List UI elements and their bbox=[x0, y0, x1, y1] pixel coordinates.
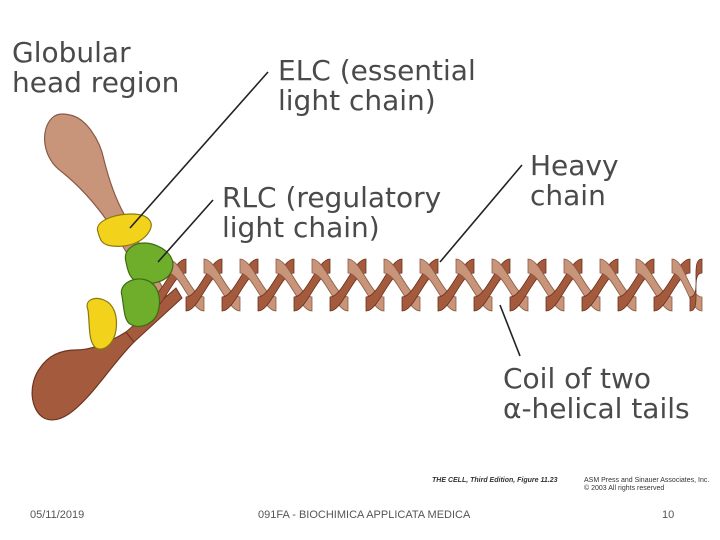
elc-label: ELC (essential light chain) bbox=[278, 56, 476, 116]
globular-head-label: Globular head region bbox=[12, 38, 179, 98]
figure-credit: THE CELL, Third Edition, Figure 11.23 AS… bbox=[432, 477, 709, 492]
globular-head-label-line2: head region bbox=[12, 66, 180, 99]
rlc-leader-line bbox=[157, 199, 214, 263]
credit-rights: ASM Press and Sinauer Associates, Inc. ©… bbox=[584, 477, 720, 493]
credit-copyright: © 2003 All rights reserved bbox=[584, 485, 665, 492]
rlc-label-line1: RLC (regulatory bbox=[222, 181, 442, 214]
lower-essential-light-chain bbox=[86, 297, 118, 350]
footer-course: 091FA - BIOCHIMICA APPLICATA MEDICA bbox=[258, 509, 471, 521]
lower-regulatory-light-chain bbox=[120, 278, 161, 327]
footer-page-number: 10 bbox=[662, 509, 675, 521]
rlc-label-line2: light chain) bbox=[222, 211, 380, 244]
coil-segment bbox=[689, 258, 703, 312]
credit-source: THE CELL, Third Edition, Figure 11.23 bbox=[432, 477, 558, 484]
heavy-chain-leader-line bbox=[439, 164, 523, 263]
heavy-chain-label-line1: Heavy bbox=[530, 149, 619, 182]
coil-leader-line bbox=[499, 304, 521, 357]
footer-date: 05/11/2019 bbox=[30, 509, 85, 521]
coil-label-line1: Coil of two bbox=[503, 362, 652, 395]
coiled-coil-tail bbox=[149, 258, 703, 312]
globular-head-label-line1: Globular bbox=[12, 36, 131, 69]
heavy-chain-label-line2: chain bbox=[530, 179, 606, 212]
upper-regulatory-light-chain bbox=[124, 242, 174, 285]
credit-publisher: ASM Press and Sinauer Associates, Inc. bbox=[584, 477, 710, 484]
lower-globular-head bbox=[31, 331, 135, 421]
elc-leader-line bbox=[129, 71, 269, 229]
coil-label-line2: α-helical tails bbox=[503, 392, 690, 425]
elc-label-line2: light chain) bbox=[278, 84, 436, 117]
elc-label-line1: ELC (essential bbox=[278, 54, 476, 87]
rlc-label: RLC (regulatory light chain) bbox=[222, 183, 441, 243]
heavy-chain-label: Heavy chain bbox=[530, 151, 619, 211]
coil-label: Coil of two α-helical tails bbox=[503, 364, 690, 424]
upper-essential-light-chain bbox=[96, 213, 152, 247]
upper-globular-head bbox=[44, 113, 125, 223]
